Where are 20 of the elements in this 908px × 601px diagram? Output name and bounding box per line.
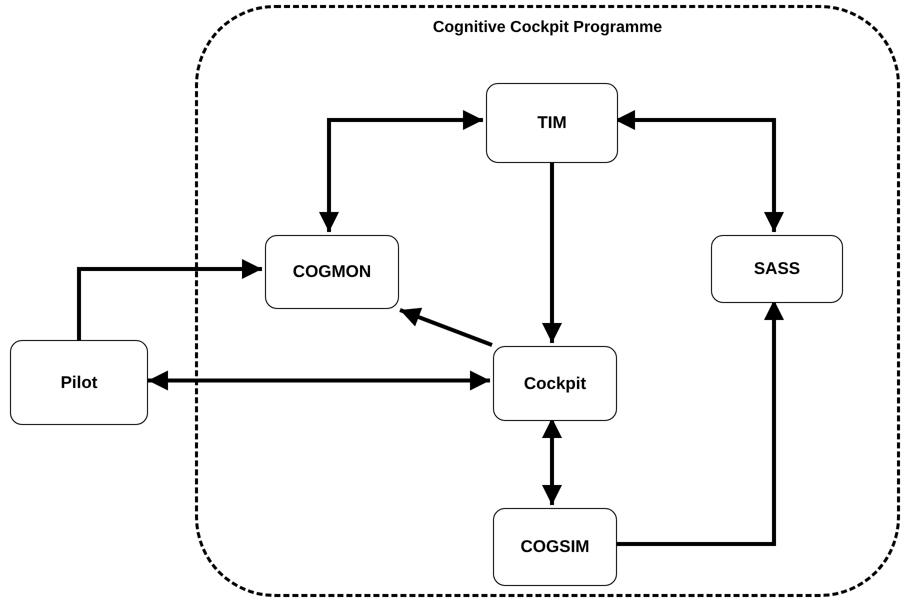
arrow [319,110,483,232]
process-box [711,235,843,303]
arrow [399,308,493,347]
process-box [265,235,399,309]
process-box [10,340,148,425]
box-label: COGSIM [520,536,590,558]
box-label: Pilot [60,372,98,394]
process-box [493,508,617,586]
group-title: Cognitive Cockpit Programme [432,18,664,38]
box-label: SASS [754,258,800,280]
box-label: TIM [537,112,567,134]
box-label: COGMON [292,261,372,284]
arrow [148,370,490,390]
arrow [542,160,562,343]
arrow [542,418,562,505]
programme-boundary [195,5,900,597]
arrow [77,259,262,340]
process-box [486,83,618,163]
box-label: Cockpit [524,372,586,395]
process-box [493,346,617,421]
